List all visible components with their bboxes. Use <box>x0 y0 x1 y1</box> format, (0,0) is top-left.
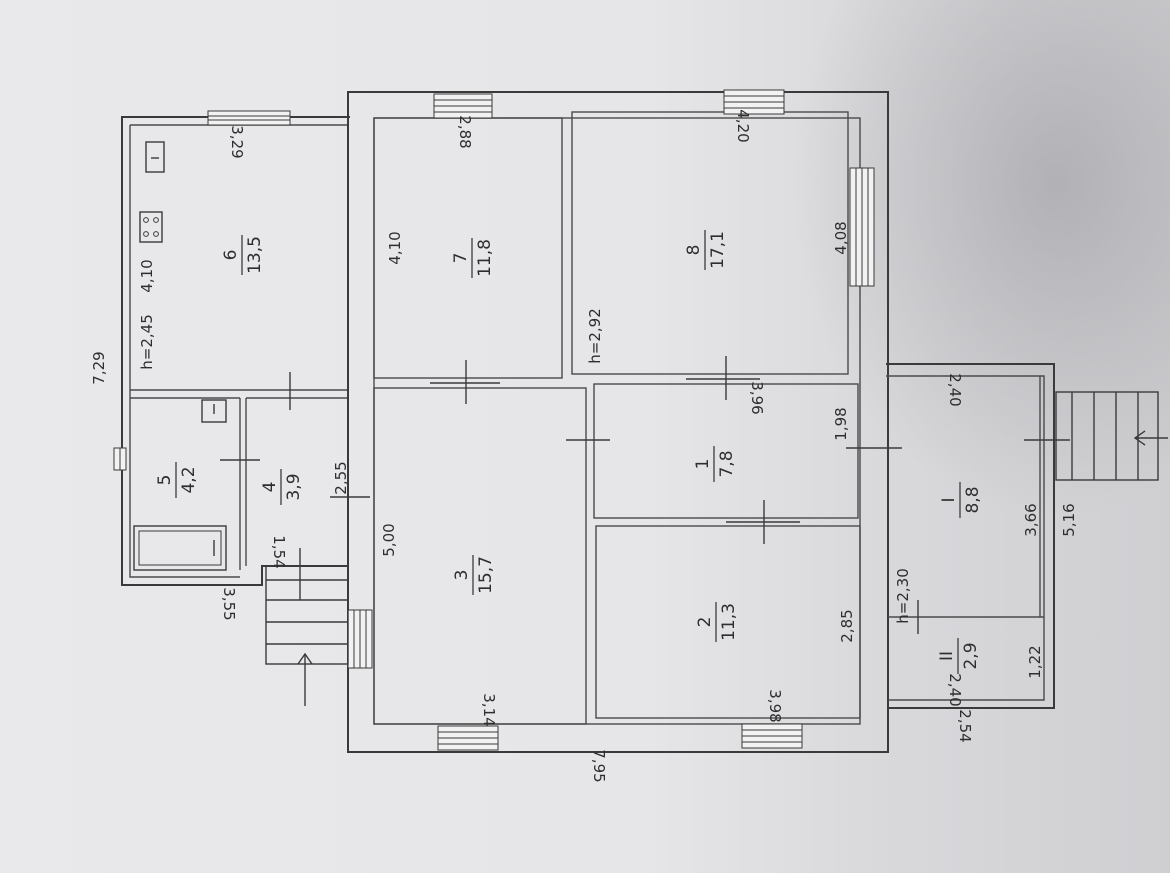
room-3-walls <box>373 387 587 725</box>
room-5-area: 4,2 <box>179 466 199 493</box>
dim-3-98: 3,98 <box>766 689 784 722</box>
dim-5-16: 5,16 <box>1060 503 1078 536</box>
washbasin-icon <box>201 399 227 423</box>
annex-outer-wall <box>121 116 350 586</box>
dim-3-96: 3,96 <box>748 381 766 414</box>
room-6-area: 13,5 <box>245 236 265 274</box>
room-6-number: 6 <box>221 250 241 261</box>
window-3-bottom <box>437 725 499 751</box>
dim-4-08: 4,08 <box>832 221 850 254</box>
room-II-label: II 2,9 <box>937 638 981 674</box>
room-2-number: 2 <box>695 617 715 628</box>
dim-5-00: 5,00 <box>380 523 398 556</box>
dim-4-20: 4,20 <box>734 109 752 142</box>
dim-7-95: 7,95 <box>590 749 608 782</box>
room-labels: 6 13,5 7 11,8 8 17,1 5 4,2 4 3,9 3 15,7 <box>155 230 983 674</box>
sink-icon <box>145 141 165 173</box>
stove-icon <box>139 211 163 243</box>
window-7 <box>433 93 493 119</box>
room-7-label: 7 11,8 <box>451 238 495 278</box>
room-3-number: 3 <box>452 570 472 581</box>
room-II-number: II <box>937 651 957 661</box>
dimension-labels: 7,29 h=2,45 4,10 4,10 h=2,92 4,08 1,98 2… <box>90 221 1078 678</box>
dimension-labels-flipped: 3,29 2,88 4,20 3,96 1,54 3,55 3,14 3,9 8 … <box>220 109 974 782</box>
room-3-label: 3 15,7 <box>452 555 496 595</box>
dim-1-22: 1,22 <box>1026 645 1044 678</box>
dim-2-88: 2,88 <box>456 115 474 148</box>
room-8-label: 8 17,1 <box>684 230 728 270</box>
dim-h-2-30: h=2,30 <box>894 568 912 623</box>
room-7-number: 7 <box>451 253 471 264</box>
room-1-number: 1 <box>693 459 713 470</box>
dim-2-54: 2,54 <box>956 709 974 742</box>
room-I-area: 8,8 <box>963 486 983 513</box>
dim-7-29: 7,29 <box>90 351 108 384</box>
room-3-area: 15,7 <box>476 556 496 594</box>
room-I-number: I <box>939 497 959 502</box>
room-5-label: 5 4,2 <box>155 462 199 498</box>
room-2-area: 11,3 <box>719 603 739 641</box>
room-I-label: I 8,8 <box>939 482 983 518</box>
room-8-number: 8 <box>684 245 704 256</box>
dim-3-55: 3,55 <box>220 587 238 620</box>
dim-4-10-a: 4,10 <box>138 259 156 292</box>
room-8-walls <box>571 111 849 375</box>
dim-3-14: 3,14 <box>480 693 498 726</box>
room-5-number: 5 <box>155 475 175 486</box>
room-7-area: 11,8 <box>475 239 495 277</box>
room-8-area: 17,1 <box>708 231 728 269</box>
room-1-area: 7,8 <box>717 450 737 477</box>
walls <box>121 91 1055 753</box>
room-4-number: 4 <box>260 482 280 493</box>
dim-4-10-b: 4,10 <box>386 231 404 264</box>
doors <box>220 356 1070 634</box>
room-2-walls <box>595 525 861 719</box>
bathtub-icon <box>133 525 227 571</box>
porch-outer-wall <box>886 363 1055 709</box>
windows <box>113 89 875 751</box>
dim-2-40-b: 2,40 <box>946 673 964 706</box>
dim-h-2-92: h=2,92 <box>586 308 604 363</box>
dim-2-55: 2,55 <box>332 461 350 494</box>
dim-3-66: 3,66 <box>1022 503 1040 536</box>
dim-h-2-45: h=2,45 <box>138 314 156 369</box>
dim-3-29: 3,29 <box>228 125 246 158</box>
room-1-label: 1 7,8 <box>693 446 737 482</box>
window-8-top <box>723 89 785 115</box>
dim-2-85: 2,85 <box>838 609 856 642</box>
dim-2-40-a: 2,40 <box>946 373 964 406</box>
dim-1-54: 1,54 <box>270 535 288 568</box>
steps-right <box>1055 391 1168 481</box>
main-outer-wall <box>347 91 889 753</box>
room-6-label: 6 13,5 <box>221 235 265 275</box>
steps-left <box>265 565 349 706</box>
window-8-right <box>849 167 875 287</box>
window-3-left <box>347 609 373 669</box>
window-2-bottom <box>741 723 803 749</box>
room-4-area: 3,9 <box>284 473 304 500</box>
room-4-label: 4 3,9 <box>260 469 304 505</box>
window-6 <box>207 110 291 126</box>
dim-1-98: 1,98 <box>832 407 850 440</box>
window-5 <box>113 447 127 471</box>
room-II-area: 2,9 <box>961 642 981 669</box>
room-2-label: 2 11,3 <box>695 602 739 642</box>
